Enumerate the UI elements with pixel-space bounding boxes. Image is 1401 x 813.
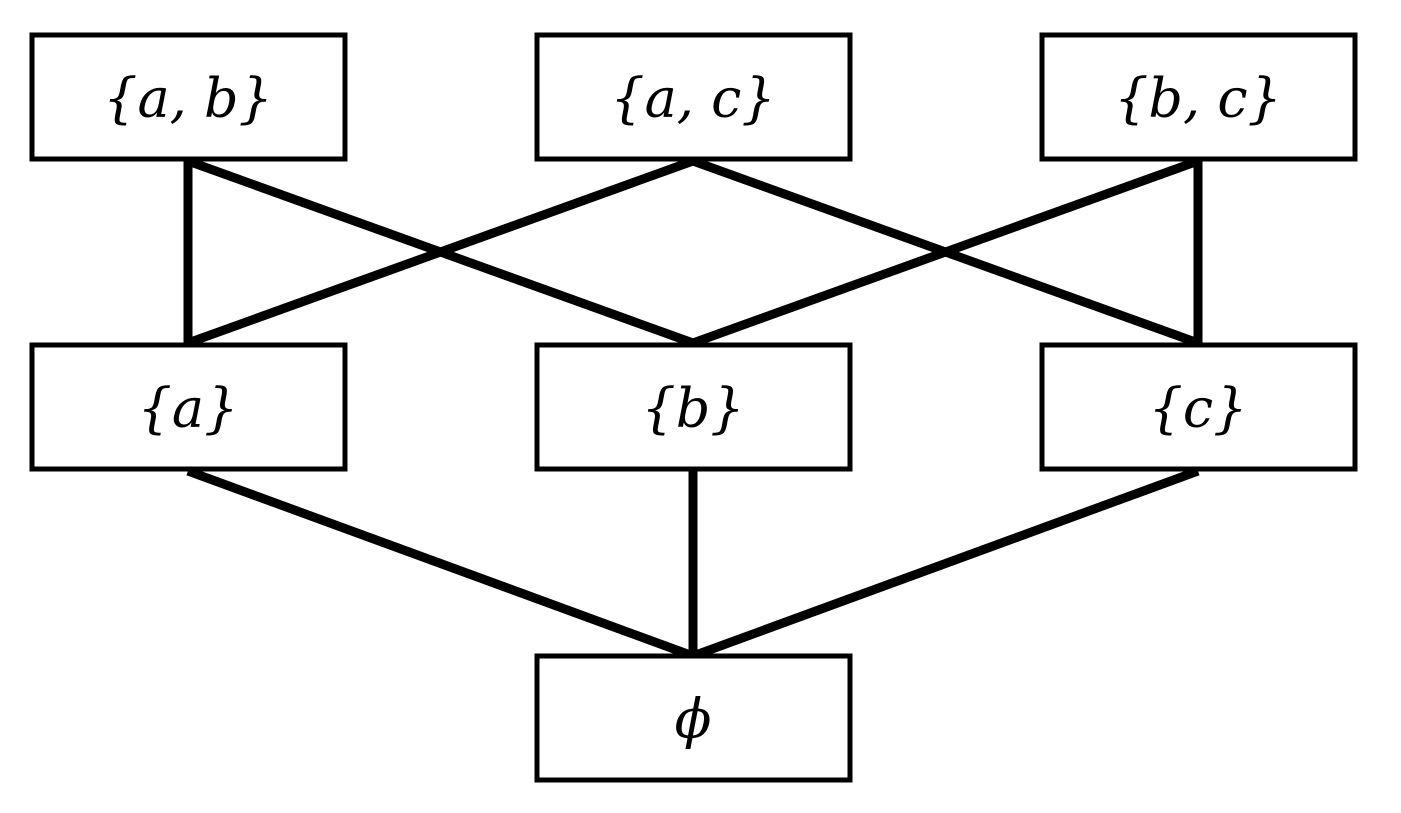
edge-c-empty	[691, 466, 1200, 661]
node-label: {a}	[138, 377, 239, 440]
node-label: {c}	[1149, 377, 1248, 440]
node-empty-set: ϕ	[534, 653, 853, 783]
node-label: {b}	[641, 377, 744, 440]
node-label: {a, c}	[610, 67, 775, 130]
node-label: {a, b}	[103, 67, 273, 130]
node-b: {b}	[534, 342, 853, 472]
node-c: {c}	[1039, 342, 1358, 472]
node-bc: {b, c}	[1039, 32, 1358, 162]
node-label: {b, c}	[1114, 67, 1282, 130]
edges	[183, 156, 1203, 661]
edge-a-empty	[186, 466, 695, 661]
edge-ac-a	[186, 156, 695, 348]
node-a: {a}	[29, 342, 348, 472]
node-label: ϕ	[675, 688, 712, 751]
node-ab: {a, b}	[29, 32, 348, 162]
node-ac: {a, c}	[534, 32, 853, 162]
edge-bc-b	[691, 156, 1200, 348]
